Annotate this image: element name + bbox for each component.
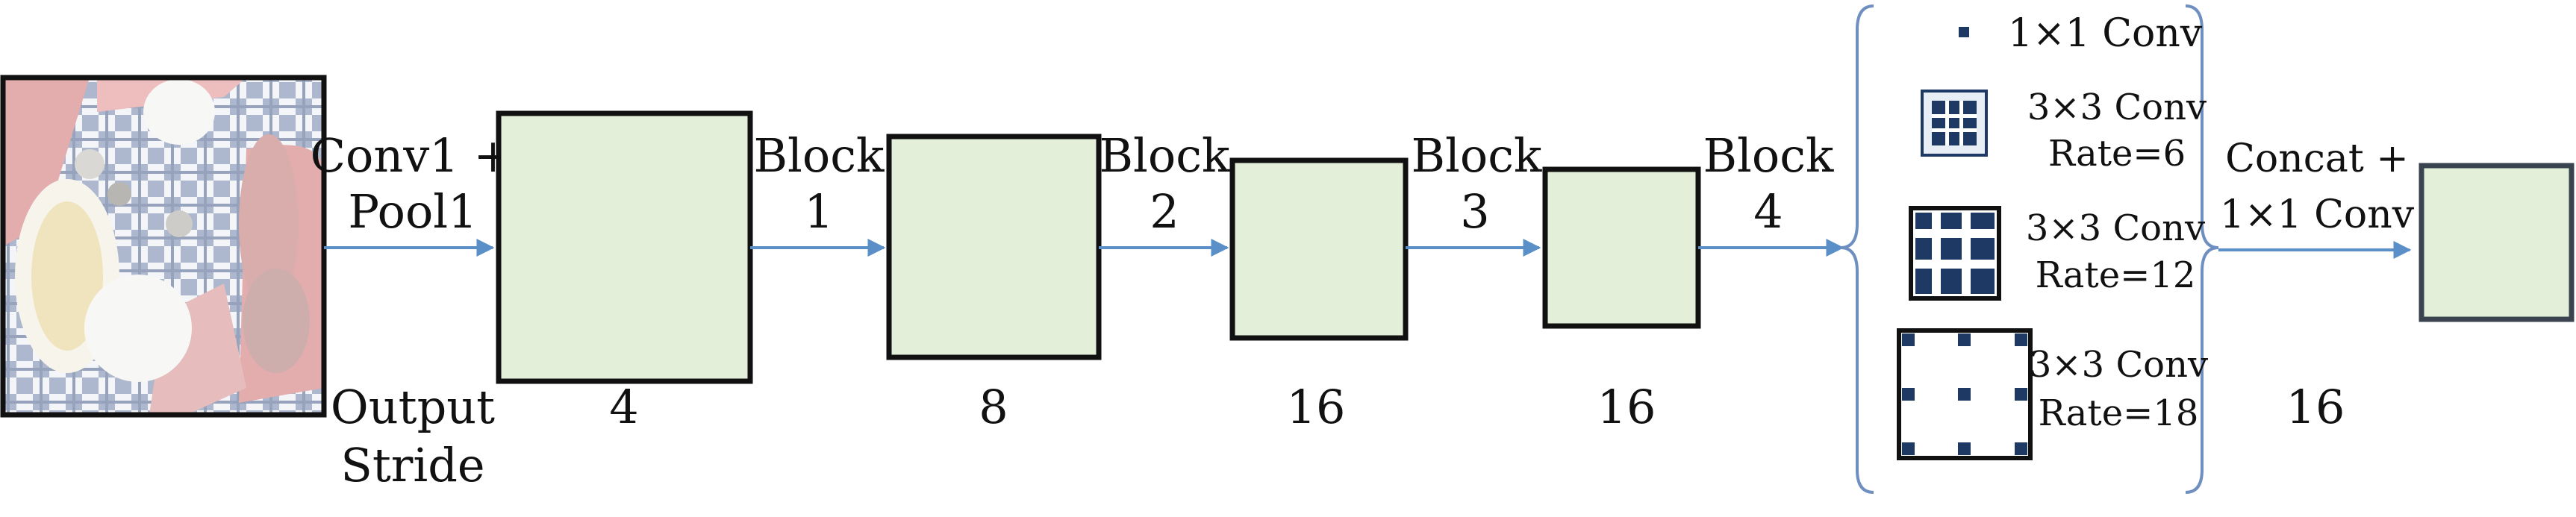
block2-stride: 8 (979, 380, 1008, 434)
aspp-branch1-label: 1×1 Conv (2008, 11, 2203, 56)
atrous-kernel-rate12-icon (1909, 206, 2001, 301)
block2-feature-map (886, 134, 1102, 360)
aspp-branch4-label-line1: 3×3 Conv (2029, 344, 2208, 386)
aspp-stride: 16 (2286, 380, 2345, 434)
aspp-branch4-label-line2: Rate=18 (2039, 392, 2199, 434)
block3-feature-map (1229, 157, 1409, 341)
conv1x1-kernel-icon (1959, 27, 1969, 37)
merge-label-line2: 1×1 Conv (2220, 192, 2415, 237)
block2-label-line1: Block (1099, 128, 1229, 183)
block4-feature-map (1542, 166, 1701, 329)
block4-label-line1: Block (1703, 128, 1833, 183)
aspp-left-brace (1840, 4, 1874, 494)
aspp-branch2-label-line2: Rate=6 (2048, 133, 2186, 175)
block4-label-line2: 4 (1753, 184, 1783, 239)
block1-label-line2: 1 (804, 184, 833, 239)
block1-feature-map (496, 110, 753, 384)
output-feature-map (2418, 163, 2575, 322)
atrous-kernel-rate18-icon (1897, 328, 2033, 460)
input-stage-label-line2: Pool1 (348, 184, 477, 239)
block3-label-line1: Block (1411, 128, 1541, 183)
aspp-right-brace (2185, 4, 2219, 494)
block1-label-line1: Block (753, 128, 884, 183)
output-stride-label-line2: Stride (340, 438, 484, 492)
output-stride-label-line1: Output (331, 380, 495, 434)
aspp-branch2-label-line1: 3×3 Conv (2027, 87, 2207, 128)
block1-stride: 4 (609, 380, 638, 434)
input-stage-label-line1: Conv1 + (311, 128, 513, 183)
block3-stride: 16 (1287, 380, 1346, 434)
atrous-kernel-rate6-icon (1921, 90, 1988, 157)
block4-stride: 16 (1597, 380, 1656, 434)
input-image (0, 75, 327, 418)
block2-label-line2: 2 (1150, 184, 1179, 239)
aspp-branch3-label-line1: 3×3 Conv (2026, 207, 2205, 249)
block3-label-line2: 3 (1460, 184, 1489, 239)
merge-label-line1: Concat + (2225, 137, 2409, 181)
aspp-branch3-label-line2: Rate=12 (2036, 254, 2196, 296)
